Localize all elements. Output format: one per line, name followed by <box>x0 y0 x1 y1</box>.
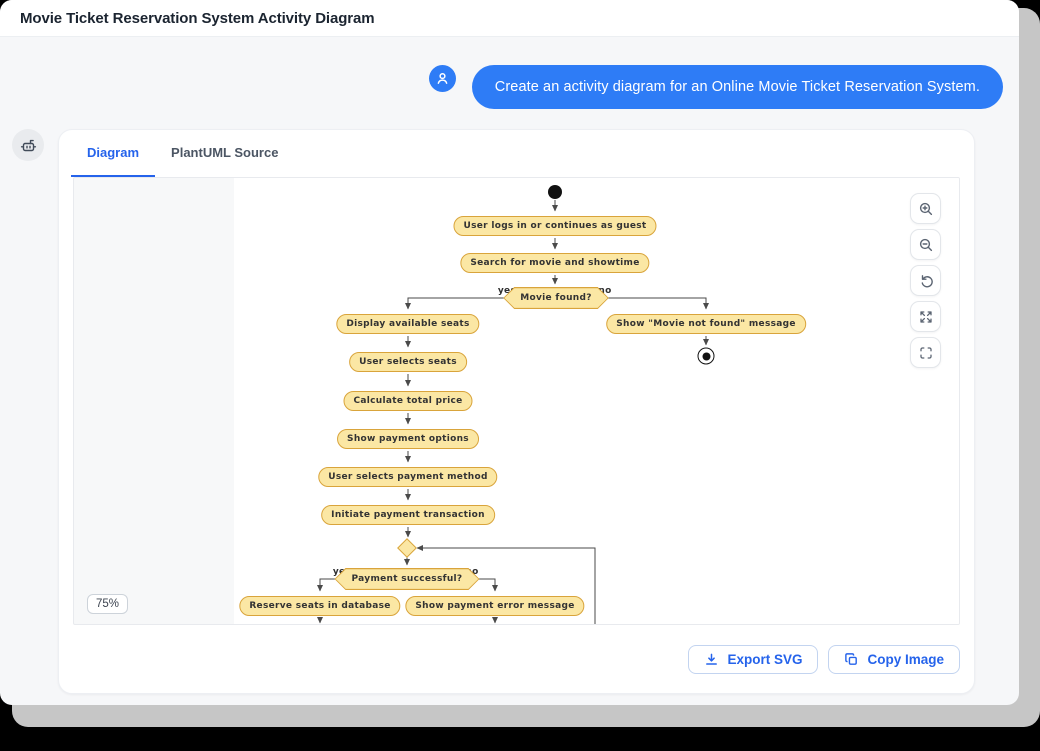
zoom-in-icon <box>919 202 932 215</box>
end-node <box>697 347 715 365</box>
edge-label: yes <box>497 286 517 296</box>
activity-node: Calculate total price <box>343 391 473 411</box>
tab-plantuml-source[interactable]: PlantUML Source <box>155 130 294 177</box>
user-avatar <box>428 65 456 92</box>
activity-node: Initiate payment transaction <box>321 505 495 525</box>
tabbar: Diagram PlantUML Source <box>59 130 974 177</box>
activity-node: Search for movie and showtime <box>460 253 650 273</box>
card-footer: Export SVG Copy Image <box>59 625 974 693</box>
activity-node: Show "Movie not found" message <box>606 314 806 334</box>
activity-node: Show payment options <box>337 429 479 449</box>
copy-image-button[interactable]: Copy Image <box>828 644 960 674</box>
diagram-viewport[interactable]: yesnoyesnoUser logs in or continues as g… <box>73 177 960 625</box>
bot-avatar <box>12 129 44 161</box>
activity-node: Display available seats <box>336 314 480 334</box>
decision-node: Movie found? <box>503 287 609 309</box>
export-svg-button[interactable]: Export SVG <box>688 644 819 674</box>
activity-node: User selects payment method <box>318 467 498 487</box>
page-title: Movie Ticket Reservation System Activity… <box>20 9 375 27</box>
expand-button[interactable] <box>910 301 941 332</box>
fit-view-icon <box>919 346 932 359</box>
download-icon <box>706 653 718 665</box>
titlebar: Movie Ticket Reservation System Activity… <box>0 0 1019 37</box>
tab-diagram[interactable]: Diagram <box>71 130 156 177</box>
expand-icon <box>919 310 932 323</box>
tab-diagram-label: Diagram <box>87 145 140 160</box>
copy-image-label: Copy Image <box>867 651 944 667</box>
zoom-controls <box>910 193 941 368</box>
chat-row: Create an activity diagram for an Online… <box>0 65 1003 109</box>
activity-node: Reserve seats in database <box>239 596 401 616</box>
activity-node: Show payment error message <box>405 596 585 616</box>
user-icon <box>437 72 448 84</box>
diagram-canvas[interactable]: yesnoyesnoUser logs in or continues as g… <box>74 178 959 624</box>
zoom-level-badge: 75% <box>87 594 129 614</box>
diagram-edges <box>317 200 709 624</box>
tab-plantuml-source-label: PlantUML Source <box>171 145 279 160</box>
diagram-card: Diagram PlantUML Source yesnoyesnoUser l… <box>58 129 975 694</box>
export-svg-label: Export SVG <box>727 651 803 667</box>
decision-node: Payment successful? <box>335 568 480 590</box>
edge-label: no <box>598 286 612 296</box>
fit-view-button[interactable] <box>910 337 941 368</box>
reset-view-button[interactable] <box>910 265 941 296</box>
reset-view-icon <box>921 274 933 287</box>
robot-icon <box>20 139 36 151</box>
chat-message-bubble: Create an activity diagram for an Online… <box>471 65 1003 109</box>
zoom-in-button[interactable] <box>910 193 941 224</box>
copy-icon <box>845 652 858 665</box>
chat-message-text: Create an activity diagram for an Online… <box>494 79 980 95</box>
start-node <box>548 185 562 199</box>
zoom-out-icon <box>919 238 932 251</box>
zoom-out-button[interactable] <box>910 229 941 260</box>
activity-node: User logs in or continues as guest <box>453 216 657 236</box>
app-window: Movie Ticket Reservation System Activity… <box>0 0 1019 705</box>
activity-node: User selects seats <box>349 352 467 372</box>
